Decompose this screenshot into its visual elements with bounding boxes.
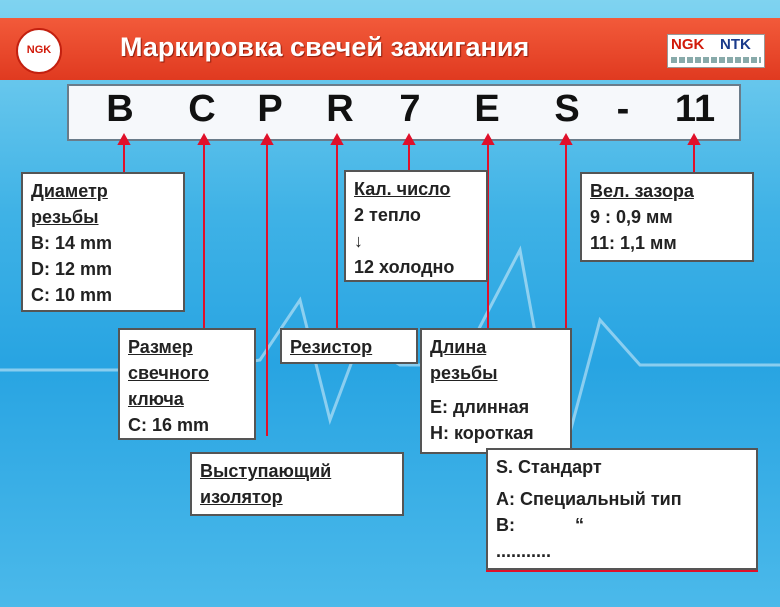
heat-range-hot: 2 тепло bbox=[354, 205, 421, 225]
marking-code-box bbox=[67, 84, 741, 141]
ngk-ntk-brand-logo: NGK NTK bbox=[667, 34, 765, 68]
gap-item: 11: 1,1 мм bbox=[590, 233, 677, 253]
gap-item: 9 : 0,9 мм bbox=[590, 207, 673, 227]
thread-length-box: Длина резьбы E: длинная H: короткая bbox=[420, 328, 572, 454]
type-more: ........... bbox=[496, 541, 552, 561]
ngk-logo-icon: NGK bbox=[16, 28, 62, 74]
key-size-heading-1: Размер bbox=[128, 337, 193, 357]
key-size-value: C: 16 mm bbox=[128, 415, 210, 435]
heat-range-box: Кал. число 2 тепло ↓ 12 холодно bbox=[344, 170, 488, 282]
code-number-11: 11 bbox=[674, 88, 716, 130]
type-special: A: Специальный тип bbox=[496, 489, 682, 509]
thread-length-item: E: длинная bbox=[430, 397, 530, 417]
heat-range-cold: 12 холодно bbox=[354, 257, 455, 277]
protruding-insulator-box: Выступающий изолятор bbox=[190, 452, 404, 516]
code-letter-e: E bbox=[474, 88, 500, 130]
key-size-box: Размер свечного ключа C: 16 mm bbox=[118, 328, 256, 440]
insulator-heading-1: Выступающий bbox=[200, 461, 332, 481]
code-digit-7: 7 bbox=[399, 88, 421, 130]
heat-range-heading: Кал. число bbox=[354, 179, 451, 199]
resistor-heading: Резистор bbox=[290, 337, 373, 357]
code-letter-r: R bbox=[326, 88, 354, 130]
title-bar bbox=[0, 18, 780, 80]
code-dash: - bbox=[616, 88, 630, 130]
thread-diameter-heading-2: резьбы bbox=[31, 207, 99, 227]
down-arrow-icon: ↓ bbox=[354, 231, 363, 251]
type-b-row: B:“ bbox=[496, 515, 584, 535]
page-title: Маркировка свечей зажигания bbox=[120, 32, 530, 62]
thread-length-heading-2: резьбы bbox=[430, 363, 498, 383]
code-letter-c: C bbox=[188, 88, 216, 130]
gap-heading: Вел. зазора bbox=[590, 181, 694, 201]
gap-size-box: Вел. зазора 9 : 0,9 мм 11: 1,1 мм bbox=[580, 172, 754, 262]
diameter-item: D: 12 mm bbox=[31, 259, 113, 279]
key-size-heading-2: свечного bbox=[128, 363, 209, 383]
thread-diameter-box: Диаметр резьбы B: 14 mm D: 12 mm C: 10 m… bbox=[21, 172, 185, 312]
key-size-heading-3: ключа bbox=[128, 389, 184, 409]
diameter-item: B: 14 mm bbox=[31, 233, 113, 253]
type-standard: S. Стандарт bbox=[496, 457, 602, 477]
resistor-box: Резистор bbox=[280, 328, 418, 364]
code-letter-s: S bbox=[554, 88, 580, 130]
plug-type-box: S. Стандарт A: Специальный тип B:“ .....… bbox=[486, 448, 758, 570]
thread-diameter-heading-1: Диаметр bbox=[31, 181, 108, 201]
thread-length-heading-1: Длина bbox=[430, 337, 487, 357]
insulator-heading-2: изолятор bbox=[200, 487, 283, 507]
diameter-item: C: 10 mm bbox=[31, 285, 113, 305]
thread-length-item: H: короткая bbox=[430, 423, 534, 443]
code-letter-p: P bbox=[257, 88, 283, 130]
code-letter-b: B bbox=[106, 88, 134, 130]
